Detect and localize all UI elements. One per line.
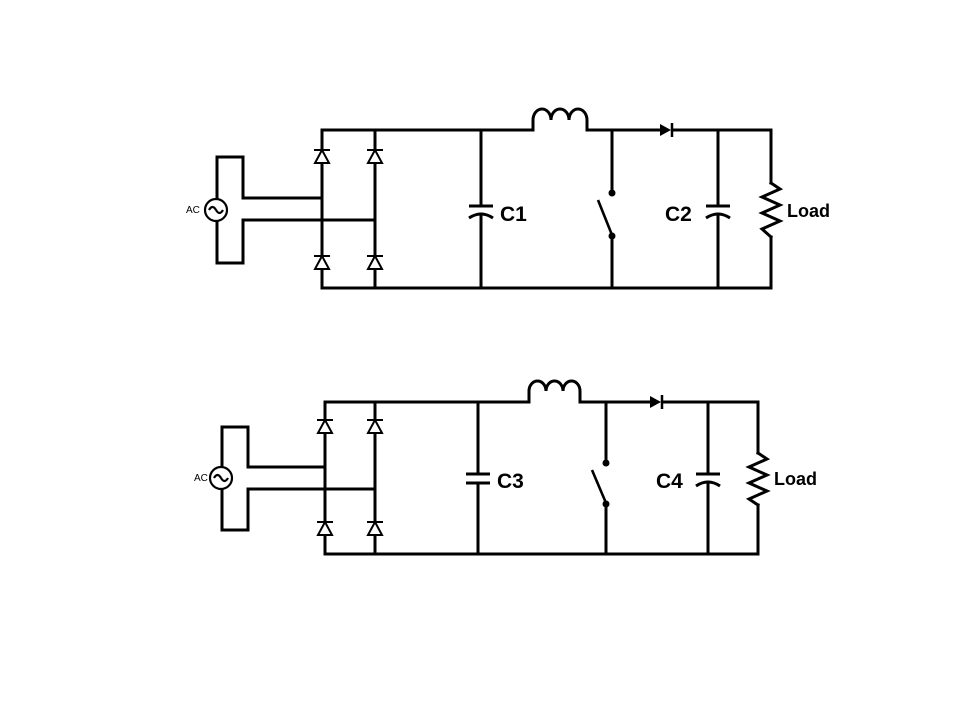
capacitor-icon [466, 400, 490, 556]
c1-label: C1 [500, 203, 527, 226]
ac-label: AC [194, 473, 208, 484]
ac-source-frame [220, 425, 327, 532]
inductor-icon [527, 379, 582, 404]
bridge-rectifier [313, 128, 384, 290]
ac-sine-icon [213, 473, 229, 483]
capacitor-icon [705, 128, 731, 290]
boost-converter-bottom: AC C3 [194, 379, 817, 556]
resistor-icon [745, 450, 771, 508]
ac-source-frame [215, 155, 324, 265]
diode-icon [366, 417, 384, 434]
diode-icon [313, 253, 331, 270]
diode-icon [366, 147, 384, 164]
c4-label: C4 [656, 470, 683, 493]
ac-sine-icon [208, 205, 224, 215]
load-label: Load [787, 201, 830, 221]
diode-icon [650, 395, 664, 409]
capacitor-icon [468, 128, 494, 290]
switch-icon [596, 128, 616, 290]
diode-icon [366, 253, 384, 270]
load-label: Load [774, 469, 817, 489]
capacitor-icon [695, 400, 721, 556]
boost-converter-top: AC C1 [186, 107, 830, 290]
diode-icon [313, 147, 331, 164]
bridge-rectifier [316, 400, 384, 556]
c3-label: C3 [497, 470, 524, 493]
inductor-icon [531, 107, 589, 132]
c2-label: C2 [665, 203, 692, 226]
diode-icon [660, 123, 674, 137]
diode-icon [316, 417, 334, 434]
diode-icon [316, 519, 334, 536]
resistor-icon [758, 180, 784, 240]
diode-icon [366, 519, 384, 536]
ac-label: AC [186, 205, 200, 216]
switch-icon [590, 400, 610, 556]
